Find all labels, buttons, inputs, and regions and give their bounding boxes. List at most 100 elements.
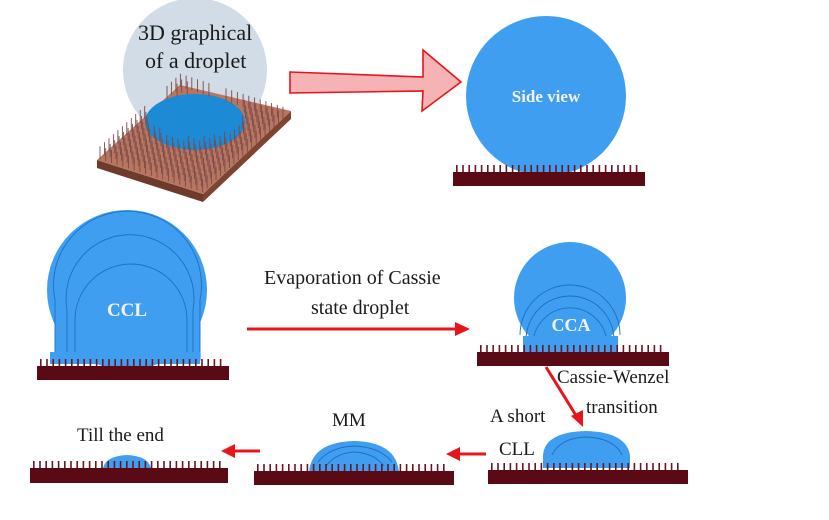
- pillar: [659, 345, 662, 352]
- plate-side: [97, 160, 203, 202]
- substrate-base: [30, 468, 228, 483]
- pillar: [486, 345, 488, 352]
- pillar: [623, 165, 625, 172]
- pillar: [474, 165, 477, 172]
- pillar: [319, 464, 321, 471]
- pillar: [182, 359, 185, 366]
- pillar: [456, 165, 458, 172]
- pillar: [480, 345, 482, 352]
- pillar: [511, 345, 513, 352]
- pillar: [102, 359, 104, 366]
- pillar: [559, 463, 561, 470]
- pillar: [536, 165, 539, 172]
- pillar: [670, 463, 673, 470]
- pillar: [553, 463, 555, 470]
- pillar: [70, 461, 72, 468]
- pillar: [515, 463, 518, 470]
- pillar: [64, 461, 66, 468]
- substrate-base: [37, 366, 229, 380]
- pillar: [133, 359, 135, 366]
- pillar: [561, 165, 563, 172]
- pillar: [138, 461, 140, 468]
- pillar: [535, 345, 538, 352]
- pillar: [356, 464, 358, 471]
- pillar: [585, 345, 587, 352]
- pillar: [57, 461, 60, 468]
- pillar: [163, 461, 165, 468]
- pillar: [412, 464, 414, 471]
- label-a-short: A short: [490, 406, 546, 427]
- side-view-stage: [453, 16, 645, 186]
- pillar: [212, 461, 215, 468]
- pillar: [491, 463, 493, 470]
- pillar: [157, 359, 160, 366]
- ccl-contour-3: [74, 263, 188, 361]
- side-view-droplet: [466, 16, 626, 176]
- cca-contour-3: [532, 307, 608, 346]
- pillar: [393, 464, 395, 471]
- pillar: [107, 461, 109, 468]
- pillar: [405, 464, 408, 471]
- pillar: [677, 463, 679, 470]
- pillar: [120, 359, 123, 366]
- mm-substrate: [254, 464, 454, 485]
- pillar: [641, 345, 643, 352]
- pillar: [503, 463, 505, 470]
- short-cll-substrate: [488, 463, 688, 484]
- pillar: [584, 463, 586, 470]
- pillar: [82, 461, 85, 468]
- pillar: [542, 165, 545, 172]
- pillar: [530, 165, 532, 172]
- pillar: [418, 464, 420, 471]
- pillar: [586, 165, 588, 172]
- pillar: [175, 461, 178, 468]
- pillar: [362, 464, 364, 471]
- pillar: [108, 359, 110, 366]
- pillar: [281, 464, 284, 471]
- pillar: [46, 359, 48, 366]
- pillar: [126, 359, 129, 366]
- substrate-base: [477, 352, 669, 366]
- pillar: [76, 461, 78, 468]
- pillar: [381, 464, 383, 471]
- pillar: [188, 359, 191, 366]
- pillar: [337, 464, 340, 471]
- pillar: [207, 359, 209, 366]
- pillar-array: [99, 73, 284, 193]
- pillar: [591, 345, 594, 352]
- pillar: [33, 461, 35, 468]
- short-cll-contour: [551, 436, 623, 456]
- cca-contour-1: [519, 284, 621, 336]
- pillar: [528, 463, 530, 470]
- till-end-stage: [30, 455, 228, 483]
- pillar: [350, 464, 352, 471]
- pillar: [181, 461, 184, 468]
- pillar: [170, 359, 172, 366]
- pillar: [498, 345, 501, 352]
- pillar: [534, 463, 536, 470]
- pillar: [188, 461, 190, 468]
- pillar: [517, 345, 519, 352]
- label-cca: CCA: [551, 315, 591, 335]
- pillar: [39, 461, 41, 468]
- pillar: [629, 165, 632, 172]
- pillar: [325, 464, 327, 471]
- pillar: [144, 461, 147, 468]
- cassie-wenzel-arrow: [544, 366, 583, 427]
- pillar: [635, 345, 637, 352]
- pillar: [101, 461, 103, 468]
- pillar: [157, 461, 159, 468]
- pillar: [343, 464, 346, 471]
- pillar: [52, 359, 54, 366]
- pillar: [499, 165, 501, 172]
- pillar: [257, 464, 259, 471]
- side-view-substrate: [453, 165, 645, 186]
- pillar: [269, 464, 271, 471]
- mm-stage: [254, 441, 454, 485]
- pillar: [546, 463, 549, 470]
- pillar: [374, 464, 377, 471]
- pillar: [219, 461, 221, 468]
- pillar: [511, 165, 514, 172]
